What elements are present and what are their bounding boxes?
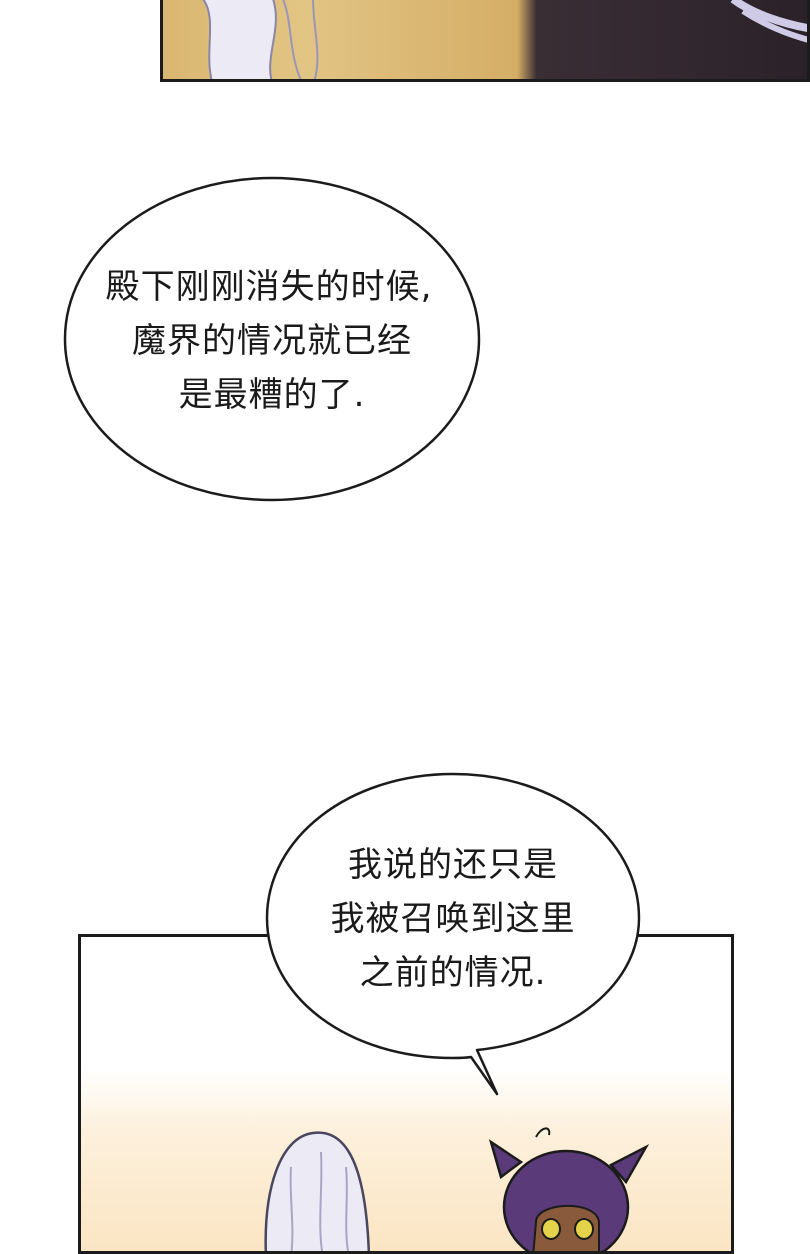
bubble-2-line-1: 我说的还只是: [348, 845, 558, 885]
silver-hair-strand: [202, 0, 277, 79]
bubble-2-line-2: 我被召唤到这里: [330, 899, 576, 939]
silver-hair-line-2: [312, 0, 319, 79]
top-comic-panel: [160, 0, 810, 82]
bubble-2-text: 我说的还只是 我被召唤到这里 之前的情况.: [265, 838, 641, 1000]
bubble-2-line-3: 之前的情况.: [359, 953, 547, 993]
cloak-trim-2: [741, 8, 807, 43]
silver-hair-line: [282, 0, 302, 79]
speech-bubble-1: 殿下刚刚消失的时候, 魔界的情况就已经 是最糟的了.: [63, 176, 481, 502]
cloak-trim-1: [730, 0, 807, 32]
silver-haired-figure: [264, 1131, 370, 1251]
top-panel-artwork: [202, 0, 807, 79]
bubble-outline: [265, 772, 641, 1096]
bubble-1-line-2: 魔界的情况就已经: [132, 321, 412, 361]
bubble-outline: [63, 176, 481, 502]
bubble-1-line-1: 殿下刚刚消失的时候,: [105, 267, 433, 307]
right-eye: [574, 1218, 594, 1240]
bubble-1-text: 殿下刚刚消失的时候, 魔界的情况就已经 是最糟的了.: [63, 260, 481, 422]
ahoge-hair-tuft: [535, 1127, 551, 1138]
left-eye: [541, 1218, 561, 1240]
left-cat-ear: [488, 1139, 524, 1180]
cat-eared-character: [488, 1127, 650, 1251]
bubble-1-line-3: 是最糟的了.: [178, 375, 366, 415]
right-cat-ear: [609, 1143, 650, 1185]
speech-bubble-2: 我说的还只是 我被召唤到这里 之前的情况.: [265, 772, 641, 1096]
